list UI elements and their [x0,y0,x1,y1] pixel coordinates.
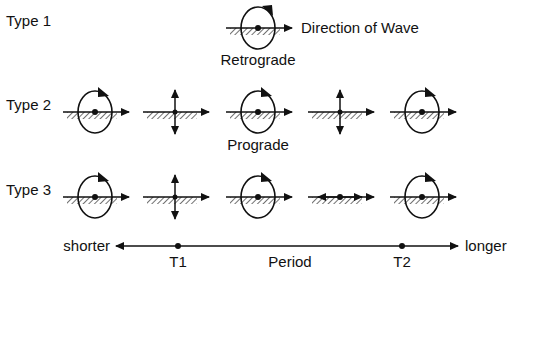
label: Direction of Wave [301,20,419,37]
axis-point [399,243,405,249]
axis-point [175,243,181,249]
vertical-motion [173,90,178,134]
label: Type 1 [6,13,51,30]
retrograde-ellipse [241,5,275,49]
vertical-motion [173,175,178,219]
label: Prograde [227,137,289,154]
period-axis [116,245,458,247]
label: T2 [393,254,411,271]
label: shorter [63,238,110,255]
prograde-ellipse [241,87,275,133]
prograde-ellipse [241,172,275,218]
prograde-ellipse [405,172,439,218]
label: Period [268,254,311,271]
vertical-motion [338,90,343,134]
horizontal-motion [318,194,362,200]
prograde-ellipse [405,87,439,133]
label: Type 3 [6,182,51,199]
label: longer [465,238,507,255]
label: Type 2 [6,97,51,114]
prograde-ellipse [78,172,112,218]
label: T1 [169,254,187,271]
prograde-ellipse [78,87,112,133]
label: Retrograde [220,52,295,69]
